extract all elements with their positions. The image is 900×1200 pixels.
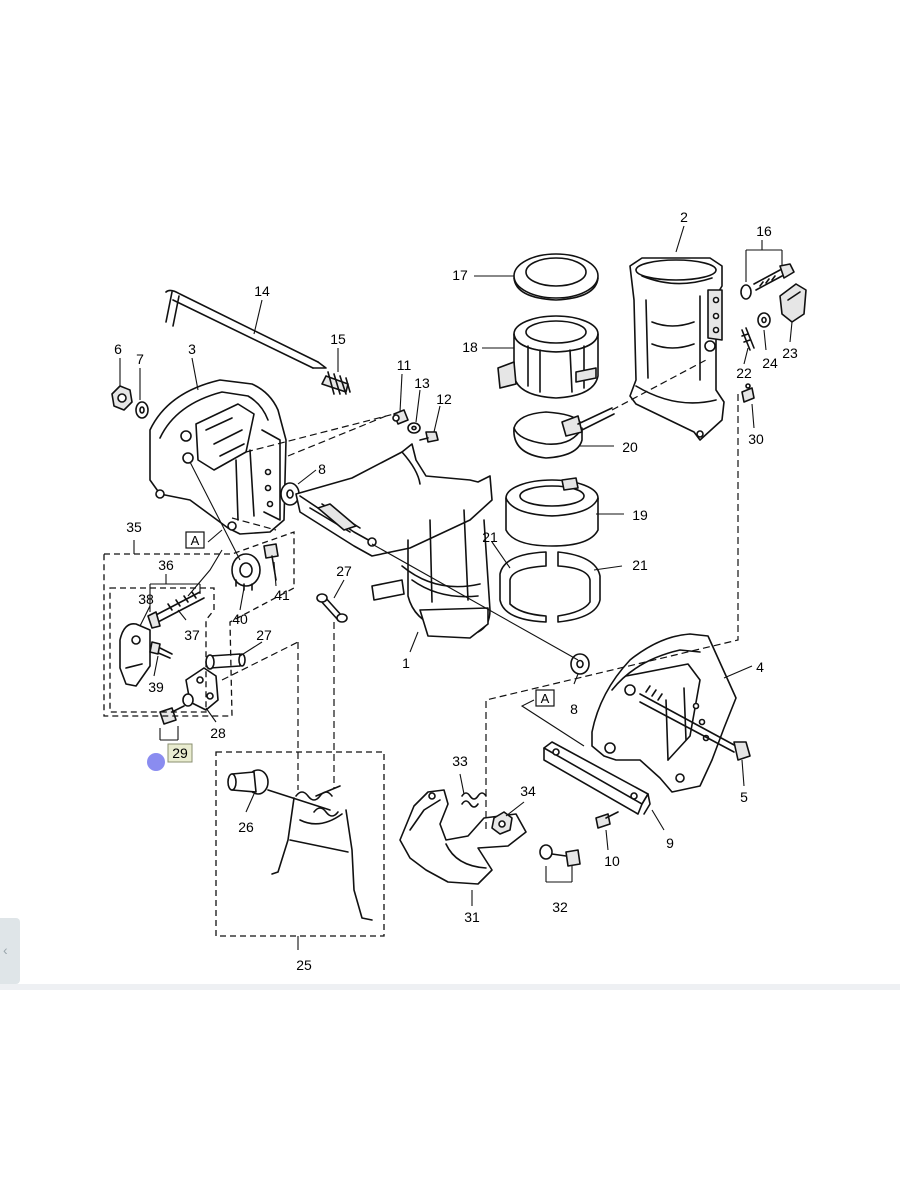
part-label-33[interactable]: 33 bbox=[452, 753, 468, 769]
part-label-26[interactable]: 26 bbox=[238, 819, 254, 835]
part-label-22[interactable]: 22 bbox=[736, 365, 752, 381]
part-9-plate bbox=[543, 741, 651, 815]
part-27-pin-upper bbox=[316, 593, 348, 623]
part-label-30[interactable]: 30 bbox=[748, 431, 764, 447]
part-label-36[interactable]: 36 bbox=[158, 557, 174, 573]
part-label-7[interactable]: 7 bbox=[136, 351, 144, 367]
svg-text:A: A bbox=[541, 691, 550, 706]
part-17-bushing-ring bbox=[513, 253, 599, 301]
part-24-washer bbox=[757, 312, 771, 328]
part-label-15[interactable]: 15 bbox=[330, 331, 346, 347]
part-label-27-lower[interactable]: 27 bbox=[256, 627, 272, 643]
part-14-tilt-rod bbox=[165, 289, 327, 369]
part-label-24[interactable]: 24 bbox=[762, 355, 778, 371]
part-label-8-upper[interactable]: 8 bbox=[318, 461, 326, 477]
part-label-10[interactable]: 10 bbox=[604, 853, 620, 869]
ref-mark-a-lower: A bbox=[535, 689, 555, 707]
part-label-29[interactable]: 29 bbox=[172, 745, 188, 761]
leader-lines bbox=[119, 225, 793, 950]
phantom-center-lines bbox=[221, 359, 739, 830]
part-label-5[interactable]: 5 bbox=[740, 789, 748, 805]
part-6-nut bbox=[111, 385, 133, 411]
part-label-27-upper[interactable]: 27 bbox=[336, 563, 352, 579]
part-label-1[interactable]: 1 bbox=[402, 655, 410, 671]
part-label-4[interactable]: 4 bbox=[756, 659, 764, 675]
part-39-screw bbox=[149, 641, 173, 659]
part-label-37[interactable]: 37 bbox=[184, 627, 200, 643]
svg-text:A: A bbox=[191, 533, 200, 548]
part-41-screw bbox=[263, 543, 279, 581]
part-27-pin-lower bbox=[205, 653, 246, 670]
part-38-lever bbox=[119, 623, 151, 687]
part-20-clamp-band bbox=[513, 407, 615, 459]
chevron-left-icon: ‹ bbox=[3, 942, 8, 958]
part-7-washer bbox=[135, 401, 149, 419]
part-number-labels: 1 2 3 4 5 6 7 8 8 9 10 11 12 13 14 15 16… bbox=[114, 209, 798, 973]
bottom-separator-band bbox=[0, 984, 900, 990]
part-15-spring bbox=[321, 371, 351, 395]
part-label-12[interactable]: 12 bbox=[436, 391, 452, 407]
part-label-21-left[interactable]: 21 bbox=[482, 529, 498, 545]
part-label-39[interactable]: 39 bbox=[148, 679, 164, 695]
part-12-screw bbox=[419, 431, 439, 443]
part-label-38[interactable]: 38 bbox=[138, 591, 154, 607]
part-28-cam bbox=[185, 667, 219, 711]
part-label-23[interactable]: 23 bbox=[782, 345, 798, 361]
side-collapse-tab[interactable]: ‹ bbox=[0, 918, 20, 984]
part-label-35[interactable]: 35 bbox=[126, 519, 142, 535]
part-18-swivel-bushing bbox=[497, 315, 599, 399]
part-5-through-bolt bbox=[639, 685, 751, 761]
part-34-nut bbox=[491, 811, 513, 835]
part-32-bolt-washer bbox=[539, 844, 581, 867]
part-4-stern-bracket-right bbox=[591, 633, 737, 793]
part-31-bracket bbox=[399, 789, 527, 885]
part-label-16[interactable]: 16 bbox=[756, 223, 772, 239]
part-40-knob bbox=[231, 553, 261, 591]
group-box-36 bbox=[109, 587, 215, 713]
part-label-41[interactable]: 41 bbox=[274, 587, 290, 603]
part-label-11[interactable]: 11 bbox=[397, 357, 412, 373]
part-label-34[interactable]: 34 bbox=[520, 783, 536, 799]
part-29-bolt-washer bbox=[159, 693, 194, 725]
part-3-stern-bracket-left bbox=[149, 379, 287, 535]
part-label-19[interactable]: 19 bbox=[632, 507, 648, 523]
part-21-split-bushing bbox=[499, 551, 601, 623]
group-box-35 bbox=[103, 531, 295, 717]
part-label-31[interactable]: 31 bbox=[464, 909, 480, 925]
ref-mark-a-upper: A bbox=[185, 531, 205, 549]
part-label-2[interactable]: 2 bbox=[680, 209, 688, 225]
part-label-20[interactable]: 20 bbox=[622, 439, 638, 455]
selection-dot[interactable] bbox=[147, 753, 165, 771]
part-10-screw bbox=[595, 811, 619, 829]
part-25-tilt-support bbox=[267, 785, 373, 921]
part-label-32[interactable]: 32 bbox=[552, 899, 568, 915]
part-label-14[interactable]: 14 bbox=[254, 283, 270, 299]
part-33-spring bbox=[461, 792, 487, 808]
part-19-bushing-lower bbox=[505, 477, 599, 547]
part-23-lock-plate bbox=[779, 283, 807, 323]
part-label-17[interactable]: 17 bbox=[452, 267, 468, 283]
part-label-25[interactable]: 25 bbox=[296, 957, 312, 973]
part-16-bolt bbox=[740, 263, 795, 300]
part-label-3[interactable]: 3 bbox=[188, 341, 196, 357]
part-label-13[interactable]: 13 bbox=[414, 375, 430, 391]
part-26-pin bbox=[227, 769, 269, 795]
part-30-nipple bbox=[741, 383, 755, 403]
part-label-8-lower[interactable]: 8 bbox=[570, 701, 578, 717]
part-37-screw bbox=[147, 591, 205, 629]
part-13-washer bbox=[407, 422, 421, 434]
part-label-40[interactable]: 40 bbox=[232, 611, 248, 627]
part-1-swivel-bracket bbox=[295, 443, 493, 639]
part-label-28[interactable]: 28 bbox=[210, 725, 226, 741]
part-11-grease-nipple bbox=[392, 409, 409, 425]
part-label-21-right[interactable]: 21 bbox=[632, 557, 648, 573]
part-label-6[interactable]: 6 bbox=[114, 341, 122, 357]
part-label-9[interactable]: 9 bbox=[666, 835, 674, 851]
label-29-highlight-box bbox=[167, 743, 193, 763]
part-22-screw bbox=[741, 327, 755, 351]
group-box-25 bbox=[215, 751, 385, 937]
part-2-swivel-housing bbox=[629, 257, 725, 441]
part-label-18[interactable]: 18 bbox=[462, 339, 478, 355]
